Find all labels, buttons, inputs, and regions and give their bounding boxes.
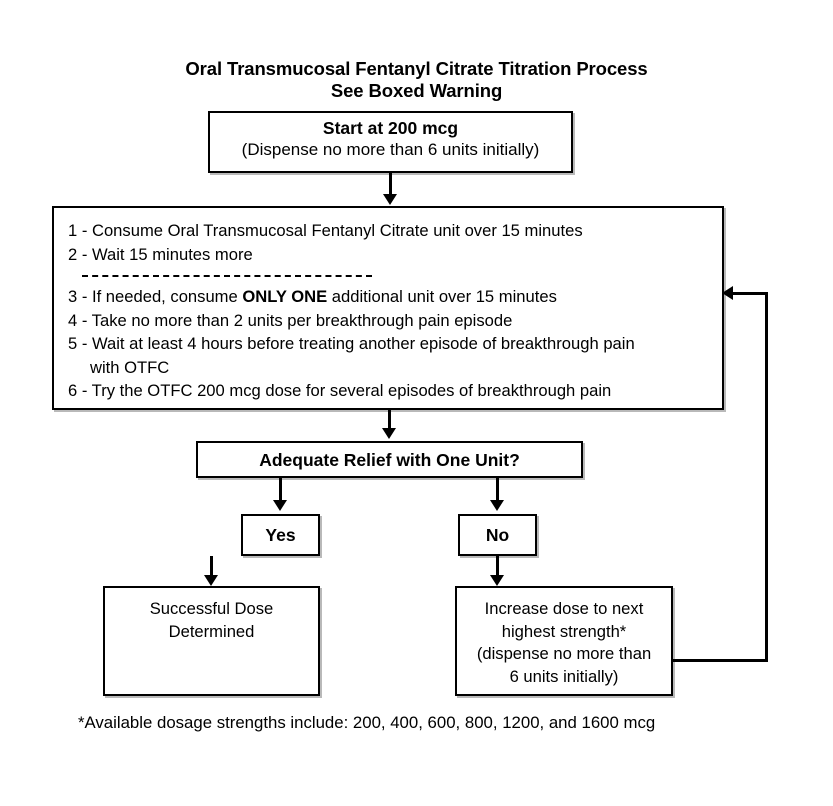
feedback-loop-segment-right xyxy=(765,292,768,662)
connector-steps-to-decision xyxy=(388,410,391,430)
feedback-loop-segment-bottom xyxy=(673,659,768,662)
step-3-suffix: additional unit over 15 minutes xyxy=(327,287,557,306)
connector-no-to-increase xyxy=(496,556,499,578)
start-dose-subtext: (Dispense no more than 6 units initially… xyxy=(241,140,540,159)
increase-line-3: (dispense no more than xyxy=(476,644,652,663)
successful-dose-box: Successful Dose Determined xyxy=(103,586,320,696)
no-label: No xyxy=(485,525,510,545)
adequate-relief-decision-box: Adequate Relief with One Unit? xyxy=(196,441,583,478)
connector-yes-to-success xyxy=(210,556,213,578)
feedback-loop-segment-top xyxy=(733,292,768,295)
decision-question: Adequate Relief with One Unit? xyxy=(259,450,520,470)
increase-line-2: highest strength* xyxy=(501,621,627,641)
step-3: 3 - If needed, consume ONLY ONE addition… xyxy=(68,285,722,309)
dashed-separator xyxy=(82,275,372,277)
start-dose-heading: Start at 200 mcg xyxy=(322,118,459,138)
arrowhead-no-to-increase xyxy=(490,575,504,586)
increase-dose-box: Increase dose to next highest strength* … xyxy=(455,586,673,696)
success-line-2: Determined xyxy=(168,621,255,641)
yes-branch-box: Yes xyxy=(241,514,320,556)
arrowhead-start-to-steps xyxy=(383,194,397,205)
increase-line-1: Increase dose to next xyxy=(484,599,644,618)
arrowhead-decision-to-yes xyxy=(273,500,287,511)
step-1: 1 - Consume Oral Transmucosal Fentanyl C… xyxy=(68,221,583,240)
yes-label: Yes xyxy=(265,525,296,545)
success-line-1: Successful Dose xyxy=(149,599,274,618)
step-6: 6 - Try the OTFC 200 mcg dose for severa… xyxy=(68,381,612,400)
title-line-2: See Boxed Warning xyxy=(330,80,503,101)
step-2: 2 - Wait 15 minutes more xyxy=(68,244,253,264)
arrowhead-decision-to-no xyxy=(490,500,504,511)
connector-decision-to-yes xyxy=(279,478,282,503)
step-5-line-2: with OTFC xyxy=(90,357,170,377)
connector-start-to-steps xyxy=(389,173,392,197)
step-4: 4 - Take no more than 2 units per breakt… xyxy=(68,310,513,330)
arrowhead-feedback-loop xyxy=(722,286,733,300)
no-branch-box: No xyxy=(458,514,537,556)
connector-decision-to-no xyxy=(496,478,499,503)
title-line-1: Oral Transmucosal Fentanyl Citrate Titra… xyxy=(185,58,648,79)
footnote-text: *Available dosage strengths include: 200… xyxy=(78,713,656,732)
step-5: 5 - Wait at least 4 hours before treatin… xyxy=(68,332,722,379)
increase-line-4: 6 units initially) xyxy=(509,666,619,686)
page-title: Oral Transmucosal Fentanyl Citrate Titra… xyxy=(0,58,833,102)
step-3-emphasis: ONLY ONE xyxy=(242,287,328,306)
arrowhead-yes-to-success xyxy=(204,575,218,586)
footnote: *Available dosage strengths include: 200… xyxy=(78,712,778,734)
arrowhead-steps-to-decision xyxy=(382,428,396,439)
start-dose-box: Start at 200 mcg (Dispense no more than … xyxy=(208,111,573,173)
step-3-prefix: 3 - If needed, consume xyxy=(68,287,243,306)
step-5-line-1: 5 - Wait at least 4 hours before treatin… xyxy=(68,334,635,353)
instruction-steps-box: 1 - Consume Oral Transmucosal Fentanyl C… xyxy=(52,206,724,410)
